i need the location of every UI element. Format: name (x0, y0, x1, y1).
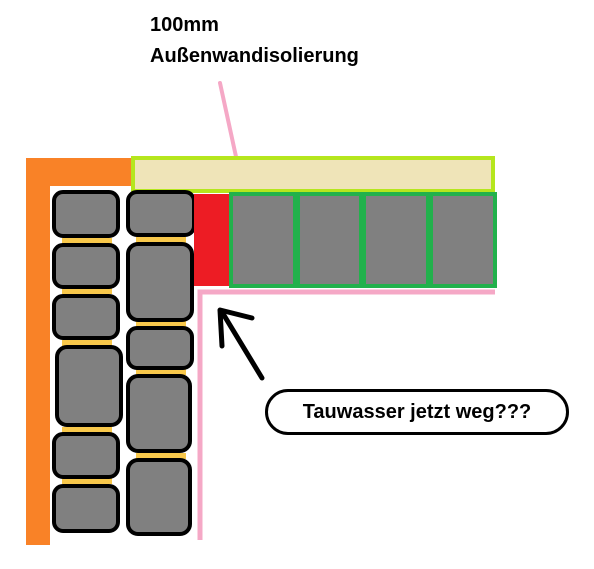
mortar-joint (62, 340, 112, 346)
stone (55, 345, 123, 427)
mortar-joint (62, 288, 112, 294)
outer-wall-top (26, 158, 132, 186)
stone (52, 190, 120, 238)
stone (126, 242, 194, 322)
stone-column-outer (52, 190, 123, 533)
ceiling-block (229, 192, 297, 288)
ceiling-block (296, 192, 363, 288)
stone (52, 484, 120, 533)
stone (52, 432, 120, 479)
mortar-joint (62, 238, 112, 244)
insulation-label-name: Außenwandisolierung (150, 45, 359, 67)
insulation-layer (131, 156, 495, 193)
question-text: Tauwasser jetzt weg??? (302, 400, 532, 423)
insulation-label-thickness: 100mm (150, 14, 219, 36)
cold-bridge-block (194, 194, 231, 286)
stone (52, 243, 120, 289)
ceiling-block (429, 192, 497, 288)
mortar-joint (136, 369, 186, 375)
mortar-joint (62, 478, 112, 484)
mortar-joint (62, 427, 112, 433)
interior-surface-line (197, 289, 495, 540)
mortar-joint (136, 321, 186, 327)
stone (52, 294, 120, 340)
stone (126, 190, 196, 237)
question-bubble: Tauwasser jetzt weg??? (265, 389, 569, 435)
stone (126, 458, 192, 536)
outer-wall-vertical (26, 158, 50, 545)
ceiling-block (362, 192, 430, 288)
ceiling-blocks (229, 192, 497, 288)
stone (126, 374, 192, 453)
stone (126, 326, 194, 370)
arrow-icon (217, 307, 265, 381)
mortar-joints (62, 237, 186, 484)
mortar-joint (136, 453, 186, 459)
mortar-joint (136, 237, 186, 243)
stone-column-inner (126, 190, 196, 536)
